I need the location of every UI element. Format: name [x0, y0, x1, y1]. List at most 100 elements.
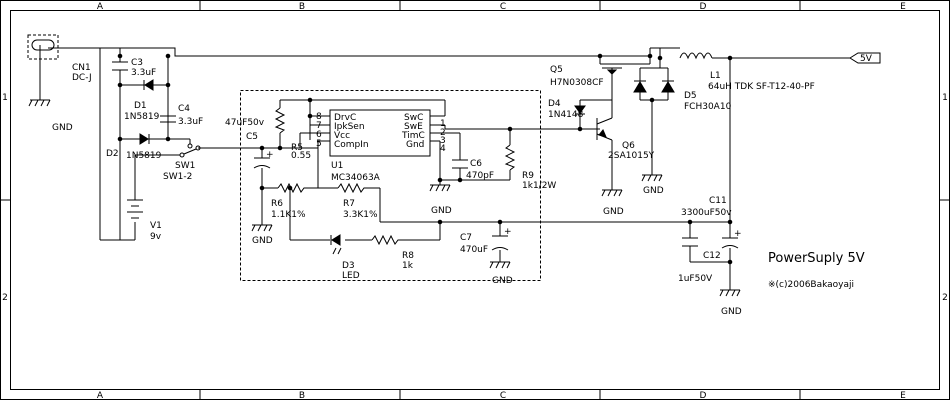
r5-ref: R5	[291, 143, 303, 153]
v1-value: 9v	[150, 232, 162, 242]
diode-d4	[574, 100, 586, 115]
mosfet-q5	[600, 63, 625, 80]
d3-value: LED	[342, 271, 360, 281]
c12-ref: C12	[703, 251, 721, 261]
q5-value: H7N0308CF	[550, 78, 604, 88]
u1-pin8-num: 8	[316, 112, 322, 122]
col-label-bottom-d: D	[700, 391, 707, 400]
battery-v1	[127, 199, 143, 219]
led-d3	[330, 234, 342, 255]
u1-pin5-num: 5	[316, 139, 322, 149]
c4-ref: C4	[178, 104, 190, 114]
controller-block-boundary	[240, 90, 541, 281]
junction-dots	[117, 53, 733, 265]
cn1-ref: CN1	[72, 63, 91, 73]
u1-pin2-name: SwE	[404, 122, 423, 132]
col-label-top-e: E	[900, 2, 906, 12]
r5-value: 0.55	[291, 151, 311, 161]
c7-ref: C7	[460, 233, 472, 243]
r8-ref: R8	[402, 251, 414, 261]
u1-pin1-name: SwC	[404, 113, 423, 123]
diode-d1	[143, 79, 154, 91]
sw1-ref: SW1	[175, 161, 195, 171]
c6-value: 470pF	[466, 171, 494, 181]
q6-value: 2SA1015Y	[608, 151, 655, 161]
row-label-left-1: 1	[2, 93, 8, 103]
c11-ref: C11	[709, 196, 727, 206]
q5-ref: Q5	[550, 65, 563, 75]
d5-ref: D5	[684, 91, 697, 101]
c12-value: 1uF50V	[678, 274, 713, 284]
svg-text:+: +	[734, 229, 742, 239]
switch-sw1	[179, 143, 201, 158]
resistor-r7	[337, 182, 366, 194]
col-label-bottom-a: A	[97, 391, 104, 400]
u1-pin2-num: 2	[440, 128, 446, 138]
gnd-label-q6: GND	[603, 207, 624, 217]
u1-pin3-name: TimC	[401, 131, 425, 141]
r7-value: 3.3K1%	[343, 210, 378, 220]
col-label-top-a: A	[97, 2, 104, 12]
gnd-symbol-ic	[429, 184, 451, 192]
u1-pin3-num: 3	[440, 136, 446, 146]
svg-text:+: +	[266, 150, 274, 160]
d1-value: 1N5819	[124, 112, 160, 122]
gnd-label-c5: GND	[252, 236, 273, 246]
col-label-top-d: D	[700, 2, 707, 12]
inductor-l1	[679, 52, 713, 60]
row-label-right-2: 2	[942, 293, 948, 303]
col-label-bottom-b: B	[299, 391, 305, 400]
d2-ref: D2	[106, 149, 119, 159]
copyright-note: ※(c)2006Bakaoyaji	[768, 280, 854, 290]
output-port-5v	[849, 52, 881, 64]
gnd-label-ic: GND	[431, 206, 452, 216]
ic-u1	[329, 109, 431, 157]
svg-text:+: +	[504, 227, 512, 237]
resistor-r8	[371, 234, 400, 246]
c6-ref: C6	[470, 159, 482, 169]
r9-ref: R9	[522, 171, 534, 181]
u1-pin5-name: CompIn	[334, 140, 369, 150]
col-label-bottom-c: C	[500, 391, 506, 400]
c3-ref: C3	[131, 58, 143, 68]
row-label-left-2: 2	[2, 293, 8, 303]
u1-pin4-name: Gnd	[406, 140, 424, 150]
gnd-label-d5: GND	[643, 186, 664, 196]
c7-value: 470uF	[460, 245, 488, 255]
resistor-r9	[504, 144, 516, 171]
resistor-r5	[274, 107, 286, 134]
u1-pin7-name: IpkSen	[334, 122, 365, 132]
q6-ref: Q6	[622, 141, 635, 151]
d1-ref: D1	[134, 101, 147, 111]
diode-d5	[633, 68, 675, 100]
output-label: 5V	[860, 54, 873, 64]
wires	[39, 45, 850, 290]
r8-value: 1k	[402, 261, 414, 271]
capacitor-c12	[682, 237, 698, 247]
u1-ref: U1	[331, 161, 343, 171]
gnd-symbol-cn1	[28, 99, 51, 107]
r6-ref: R6	[271, 199, 283, 209]
capacitor-c11: +	[721, 229, 742, 249]
row-label-right-1: 1	[942, 93, 948, 103]
col-label-bottom-e: E	[900, 391, 906, 400]
capacitor-c4	[160, 115, 176, 123]
capacitor-c7: +	[491, 227, 512, 251]
diode-d2	[139, 133, 150, 145]
c3-value: 3.3uF	[131, 68, 156, 78]
d4-value: 1N4148	[548, 110, 584, 120]
gnd-symbol-q6	[601, 189, 623, 197]
u1-pin6-num: 6	[316, 130, 322, 140]
l1-value: 64uH TDK SF-T12-40-PF	[708, 82, 815, 92]
resistor-r6	[277, 182, 306, 194]
sw1-value: SW1-2	[163, 172, 192, 182]
r6-value: 1.1K1%	[271, 210, 306, 220]
u1-pin7-num: 7	[316, 121, 322, 131]
capacitor-c6	[452, 159, 468, 169]
capacitor-c3	[112, 61, 128, 71]
c4-value: 3.3uF	[178, 117, 203, 127]
gnd-label-cn1: GND	[52, 123, 73, 133]
cn1-value: DC-J	[72, 73, 92, 83]
gnd-symbol-c7	[489, 261, 511, 269]
